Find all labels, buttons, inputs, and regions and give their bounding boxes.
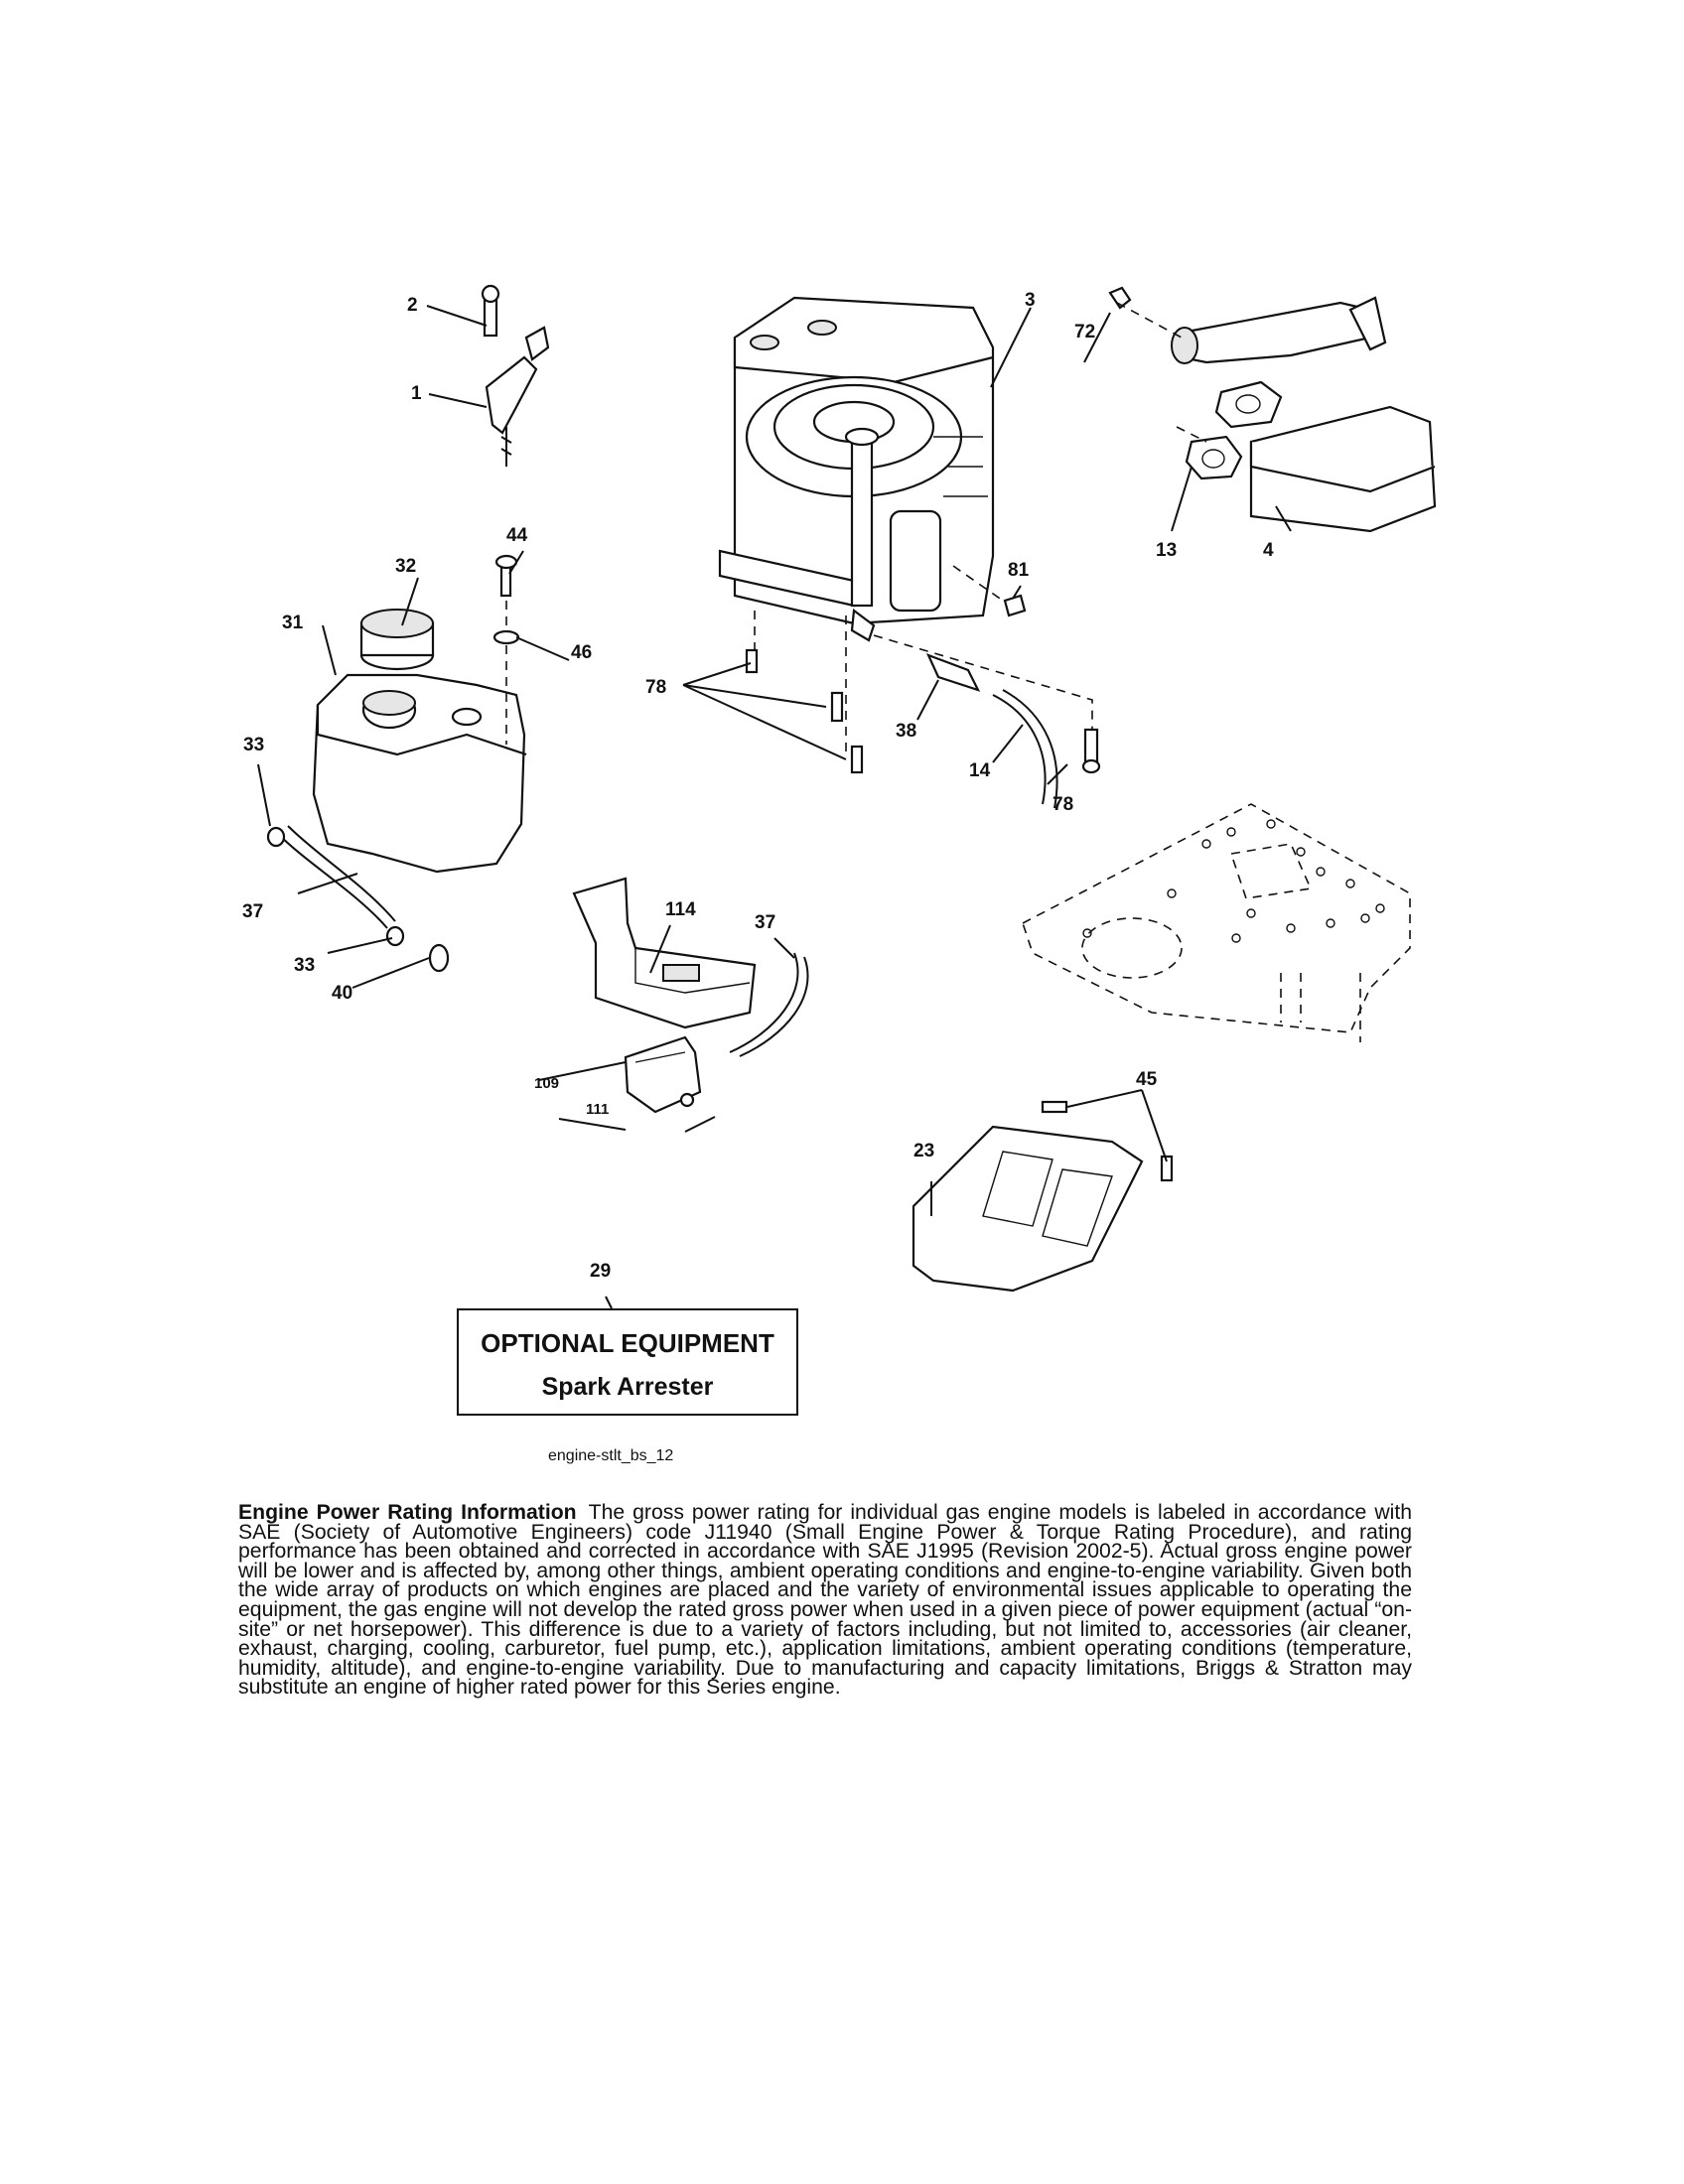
- callout-2: 2: [407, 295, 418, 316]
- callout-3: 3: [1025, 290, 1036, 311]
- callout-33-b: 33: [294, 955, 315, 976]
- callout-14: 14: [969, 760, 991, 781]
- bolt-78-part: [745, 648, 1101, 774]
- optional-equipment-item: Spark Arrester: [541, 1373, 714, 1401]
- callout-13: 13: [1156, 540, 1177, 561]
- callout-78: 78: [645, 677, 666, 698]
- callout-45: 45: [1136, 1069, 1158, 1090]
- callout-114: 114: [665, 899, 696, 920]
- hose-part: [684, 952, 809, 1133]
- callout-38: 38: [896, 721, 916, 742]
- diagram-code: engine-stlt_bs_12: [548, 1447, 674, 1464]
- heat-shield-part: [912, 1100, 1174, 1293]
- callout-109: 109: [534, 1075, 559, 1092]
- callout-72: 72: [1074, 322, 1095, 342]
- nut-81-part: [1003, 594, 1027, 617]
- optional-equipment-title: OPTIONAL EQUIPMENT: [481, 1328, 774, 1358]
- fuel-cap-part: [359, 609, 435, 671]
- callout-78-b: 78: [1052, 794, 1073, 815]
- callout-32: 32: [395, 556, 416, 577]
- engine-power-rating-text: The gross power rating for individual ga…: [238, 1501, 1413, 1700]
- leader-lines: [257, 305, 1292, 1309]
- engine-parts-diagram: 2 1 3 72 13 4 44 32 81 31 46 78 38 33 14…: [242, 284, 1437, 1309]
- engine-part: [718, 296, 995, 642]
- fuel-tank-part: [312, 673, 527, 874]
- engine-power-rating-heading: Engine Power Rating Information: [238, 1501, 577, 1524]
- callout-40: 40: [332, 983, 352, 1004]
- frame-plate-part: [1022, 803, 1411, 1042]
- throttle-control-part: [481, 284, 550, 467]
- callout-111: 111: [586, 1101, 609, 1118]
- optional-equipment-box: OPTIONAL EQUIPMENT Spark Arrester: [457, 1308, 798, 1416]
- muffler-part: [1171, 296, 1437, 533]
- bolt-44-part: [492, 554, 520, 745]
- fuel-filter-part: [925, 653, 1058, 809]
- bracket-part: [572, 877, 757, 1029]
- callout-31: 31: [282, 613, 304, 633]
- callout-37: 37: [242, 901, 263, 922]
- callout-37-b: 37: [755, 912, 775, 933]
- callout-44: 44: [506, 525, 528, 546]
- bolt-72-part: [1108, 286, 1132, 310]
- callout-81: 81: [1008, 560, 1030, 581]
- callout-33: 33: [243, 735, 264, 755]
- exhaust-gasket-part: [1185, 380, 1283, 480]
- callout-4: 4: [1263, 540, 1274, 561]
- callout-1: 1: [411, 383, 422, 404]
- fuel-line-part: [266, 825, 450, 973]
- callout-29: 29: [590, 1261, 611, 1282]
- callout-23: 23: [913, 1141, 934, 1161]
- ignition-module-part: [624, 1035, 702, 1114]
- callout-labels: 2 1 3 72 13 4 44 32 81 31 46 78 38 33 14…: [242, 290, 1274, 1282]
- callout-46: 46: [571, 642, 592, 663]
